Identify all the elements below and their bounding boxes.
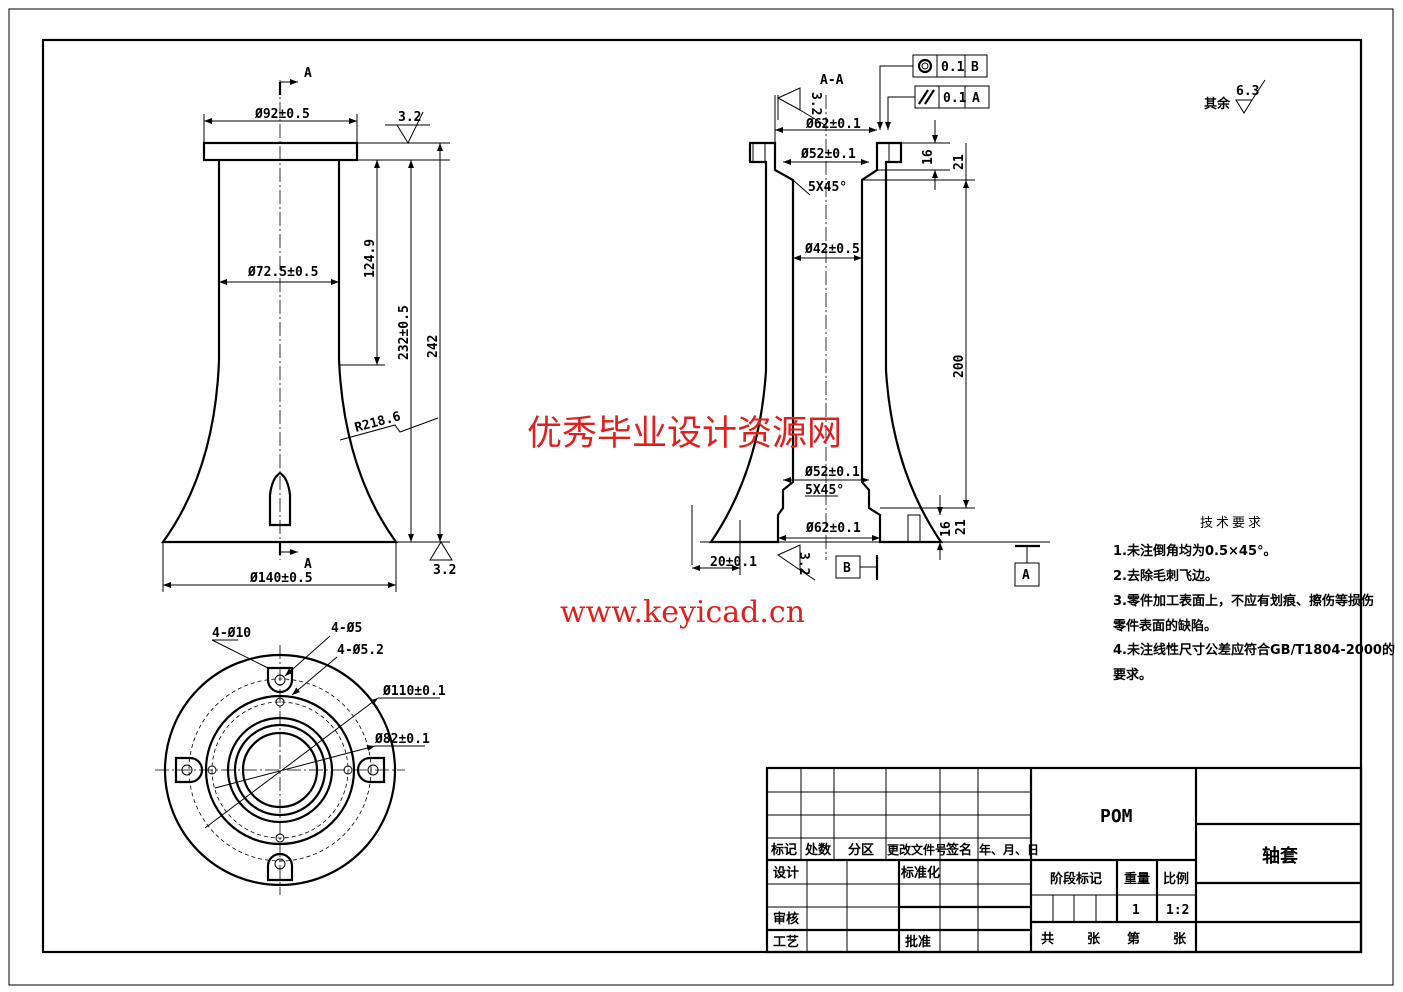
- header-change-doc: 更改文件号: [887, 842, 947, 857]
- dim-bottom-21: 21: [954, 519, 969, 535]
- label-scale: 比例: [1163, 871, 1189, 887]
- dim-pcd-110: Ø110±0.1: [382, 684, 446, 699]
- dim-base-dia: Ø140±0.5: [249, 571, 313, 586]
- header-date: 年、月、日: [979, 842, 1039, 857]
- outer-border: [8, 8, 1394, 986]
- general-roughness: 其余 6.3: [1204, 79, 1266, 114]
- requirement-item: 零件表面的缺陷。: [1112, 618, 1217, 634]
- label-total: 共: [1041, 931, 1054, 947]
- roughness-bottom: 3.2: [796, 552, 811, 575]
- body-outline: [160, 160, 399, 544]
- pcd-110: [188, 678, 372, 862]
- flange: [202, 141, 359, 162]
- label-approve: 批准: [905, 934, 931, 950]
- requirement-item: 1.未注倒角均为0.5×45°。: [1113, 543, 1277, 559]
- dim-top-16: 16: [921, 149, 936, 165]
- dim-pcd-82: Ø82±0.1: [374, 732, 430, 747]
- label-sheet-no: 第: [1127, 931, 1140, 947]
- dim-top-chamfer: 5X45°: [808, 180, 847, 195]
- drawing-frame: [41, 38, 1363, 954]
- dim-total-height: 242: [426, 335, 441, 358]
- part-name: 轴套: [1262, 845, 1298, 867]
- roughness-symbol: [776, 87, 826, 126]
- header-zone: 分区: [848, 842, 874, 858]
- watermark-url: www.keyicad.cn: [560, 595, 805, 630]
- label-sheet: 张: [1173, 932, 1187, 947]
- watermark-title: 优秀毕业设计资源网: [527, 414, 842, 454]
- dim-bore: Ø42±0.5: [804, 242, 860, 257]
- dim-top-step: Ø52±0.1: [800, 147, 856, 162]
- section-mark-bottom: A: [304, 557, 312, 572]
- datum-b: B: [843, 561, 851, 576]
- requirement-item: 2.去除毛刺飞边。: [1113, 568, 1218, 584]
- header-signature: 签名: [945, 842, 972, 858]
- front-view: A A Ø92±0.5 Ø72.5±0.5 124.9 232±0.5 242 …: [160, 66, 456, 592]
- roughness-symbol: [776, 544, 816, 581]
- roughness-symbol: [1235, 79, 1266, 114]
- roughness-top: 3.2: [808, 92, 823, 115]
- header-count: 处数: [804, 842, 832, 858]
- roughness-symbol: [429, 541, 453, 561]
- dim-bottom-counterbore: Ø62±0.1: [805, 521, 861, 536]
- dim-top-21: 21: [952, 154, 967, 170]
- roughness-label: 其余: [1204, 96, 1231, 112]
- scale-value: 1:2: [1166, 903, 1189, 918]
- material: POM: [1100, 806, 1133, 827]
- label-stage-mark: 阶段标记: [1050, 871, 1102, 887]
- weight-value: 1: [1132, 903, 1140, 918]
- dim-neck-dia: Ø72.5±0.5: [247, 265, 318, 280]
- roughness-bottom: 3.2: [433, 563, 456, 578]
- parallelism-frame: 0.1 A: [885, 85, 990, 130]
- requirement-item: 要求。: [1113, 667, 1152, 683]
- base-circle: [163, 653, 397, 887]
- dim-mid-200: 200: [952, 354, 967, 378]
- section-mark-top: A: [304, 66, 312, 81]
- right-wall-section: [860, 141, 944, 544]
- parallelism-icon: [918, 89, 935, 105]
- small-holes: [207, 697, 353, 843]
- requirement-item: 4.未注线性尺寸公差应符合GB/T1804-2000的: [1113, 642, 1395, 658]
- holes-5: 4-Ø5: [331, 621, 362, 636]
- dim-radius: R218.6: [353, 409, 402, 436]
- tolerance-datum: A: [972, 91, 980, 106]
- datum-a-box: [1014, 562, 1040, 587]
- label-weight: 重量: [1124, 871, 1150, 887]
- holes-5-2: 4-Ø5.2: [337, 643, 384, 658]
- dim-bottom-step: Ø52±0.1: [804, 465, 860, 480]
- dim-bottom-chamfer: 5X45°: [805, 483, 844, 498]
- dim-offset: 20±0.1: [710, 555, 757, 570]
- concentricity-frame: 0.1 B: [877, 54, 988, 130]
- label-process: 工艺: [773, 934, 799, 950]
- roughness-symbol: [385, 111, 430, 145]
- mounting-ears: [174, 666, 386, 882]
- requirement-item: 3.零件加工表面上，不应有划痕、擦伤等损伤: [1113, 593, 1374, 609]
- tolerance-datum: B: [971, 60, 979, 75]
- section-title: A-A: [820, 73, 844, 88]
- concentricity-icon: [917, 58, 933, 74]
- tech-requirements-title: 技术要求: [1200, 516, 1264, 531]
- bottom-view: 4-Ø10 4-Ø5 4-Ø5.2 Ø110±0.1 Ø82±0.1: [155, 621, 446, 895]
- tolerance-value: 0.1: [941, 60, 965, 75]
- tech-requirements: 技术要求 1.未注倒角均为0.5×45°。 2.去除毛刺飞边。 3.零件加工表面…: [1112, 516, 1395, 683]
- label-sheets: 张: [1087, 932, 1101, 947]
- tolerance-value: 0.1: [943, 91, 967, 106]
- left-wall-section: [708, 141, 795, 544]
- label-review: 审核: [773, 911, 799, 927]
- dim-neck-height: 124.9: [363, 239, 378, 278]
- slot: [268, 471, 292, 527]
- title-block: 标记 处数 分区 更改文件号 签名 年、月、日 设计 标准化 审核 工艺 批准 …: [765, 766, 1363, 954]
- label-standardization: 标准化: [900, 865, 940, 881]
- holes-10: 4-Ø10: [212, 626, 251, 641]
- dim-flange-dia: Ø92±0.5: [254, 107, 310, 122]
- datum-a: A: [1022, 568, 1030, 583]
- dim-bottom-16: 16: [939, 521, 954, 537]
- pcd-82: [211, 701, 349, 839]
- header-mark: 标记: [770, 842, 797, 858]
- roughness-value: 6.3: [1236, 84, 1259, 99]
- dim-top-counterbore: Ø62±0.1: [805, 117, 861, 132]
- dim-body-height: 232±0.5: [397, 305, 412, 360]
- roughness-top: 3.2: [398, 110, 421, 125]
- section-view: A-A Ø62±0.1 Ø52±0.1 5X45° Ø42±0.5 Ø52±0.…: [691, 54, 1050, 587]
- label-design: 设计: [773, 865, 799, 881]
